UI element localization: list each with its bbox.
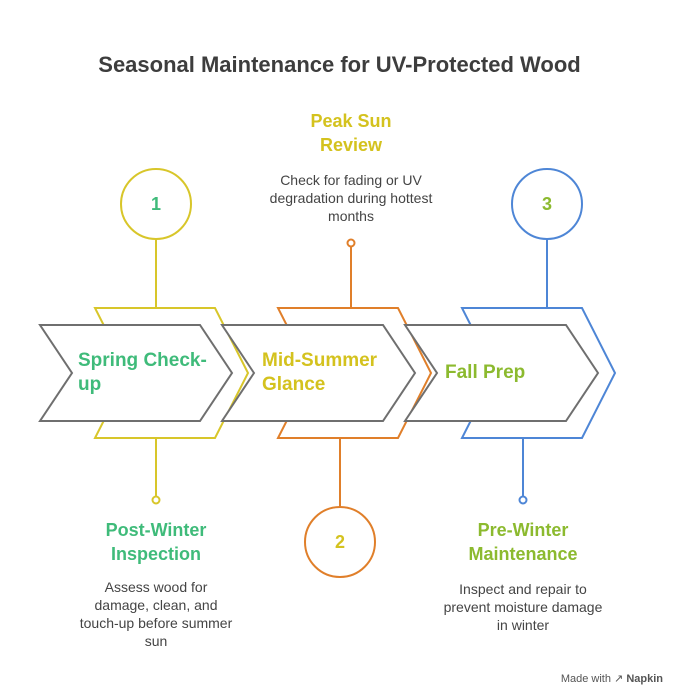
stage-3-dot (518, 495, 528, 505)
stage-1-chevron (38, 324, 234, 422)
footer-brand: Napkin (626, 673, 663, 685)
stage-2-number: 2 (334, 532, 345, 552)
stage-2-dot (346, 238, 356, 248)
stage-2-chevron (220, 324, 417, 422)
stage-2-description: Check for fading or UV degradation durin… (269, 172, 433, 224)
stage-1-description: Assess wood for damage, clean, and touch… (79, 579, 233, 649)
stage-3-heading: Pre-Winter Maintenance (468, 520, 578, 564)
stage-2-heading: Peak Sun Review (310, 111, 392, 155)
stage-3-number: 3 (541, 194, 552, 214)
stage-3-description: Inspect and repair to prevent moisture d… (443, 581, 603, 633)
stage-3-chevron (403, 324, 600, 422)
stage-2-label: Mid-Summer Glance (262, 350, 378, 395)
page-title: Seasonal Maintenance for UV-Protected Wo… (98, 52, 581, 77)
stage-1-heading: Post-Winter Inspection (105, 520, 207, 564)
stage-2-number-circle (304, 506, 376, 578)
footer-credit[interactable]: Made with ↗ Napkin (561, 672, 663, 685)
footer-prefix: Made with (560, 673, 611, 685)
stage-1-number: 1 (150, 194, 161, 214)
napkin-icon: ↗ (614, 673, 624, 685)
stage-1-label: Spring Check-up (78, 350, 207, 395)
stage-1-number-circle (120, 168, 192, 240)
stage-1-dot (151, 495, 161, 505)
stage-3-label: Fall Prep (445, 362, 526, 383)
